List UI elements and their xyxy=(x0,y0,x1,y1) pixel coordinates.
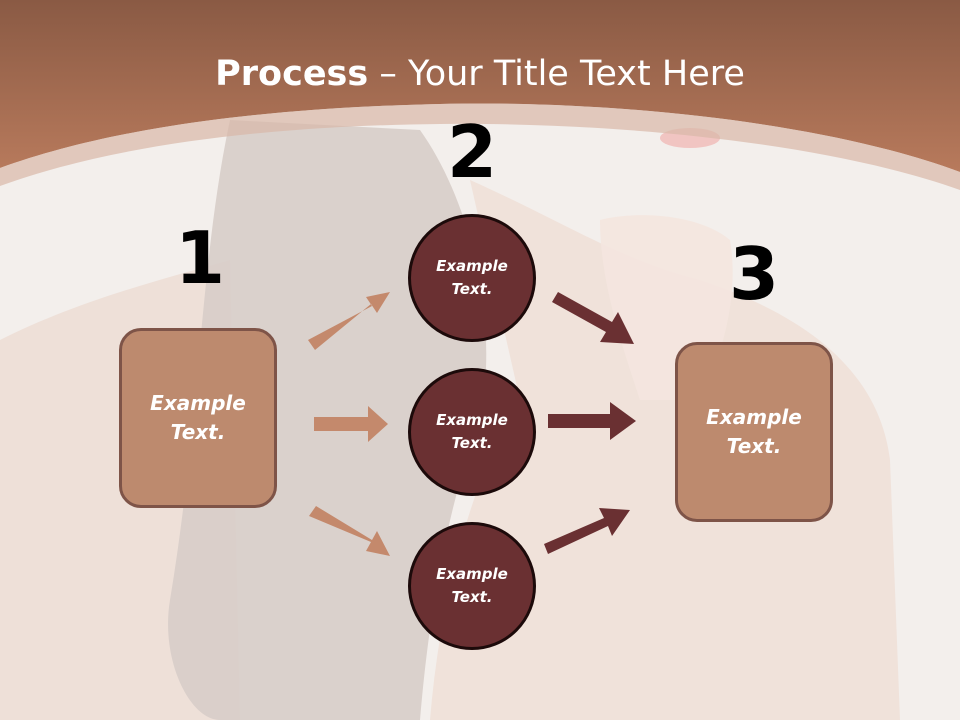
process-circle-middle: Example Text. xyxy=(408,368,536,496)
left-process-box: Example Text. xyxy=(119,328,277,508)
right-process-box: Example Text. xyxy=(675,342,833,522)
arrow-from-top-circle-icon xyxy=(552,292,634,344)
circle-top-line2: Text. xyxy=(451,280,493,298)
arrow-to-bottom-circle-icon xyxy=(309,506,390,556)
arrow-from-middle-circle-icon xyxy=(548,402,636,440)
step-number-3: 3 xyxy=(728,232,780,316)
title-rest: Your Title Text Here xyxy=(407,54,745,94)
arrow-to-middle-circle-icon xyxy=(314,406,388,442)
process-circle-bottom: Example Text. xyxy=(408,522,536,650)
step-number-1: 1 xyxy=(174,216,226,300)
arrow-from-bottom-circle-icon xyxy=(544,508,630,554)
slide-title: Process – Your Title Text Here xyxy=(0,52,960,96)
right-box-text: Example Text. xyxy=(706,403,802,461)
circle-bottom-line2: Text. xyxy=(451,588,493,606)
title-separator: – xyxy=(368,54,408,94)
left-box-line1: Example xyxy=(150,391,246,415)
process-circle-top: Example Text. xyxy=(408,214,536,342)
left-box-text: Example Text. xyxy=(150,389,246,447)
right-box-line1: Example xyxy=(706,405,802,429)
circle-middle-line2: Text. xyxy=(451,434,493,452)
circle-middle-line1: Example xyxy=(436,411,508,429)
right-box-line2: Text. xyxy=(726,434,782,458)
circle-top-line1: Example xyxy=(436,257,508,275)
step-number-2: 2 xyxy=(446,110,498,194)
left-box-line2: Text. xyxy=(170,420,226,444)
circle-bottom-line1: Example xyxy=(436,565,508,583)
arrow-to-top-circle-icon xyxy=(308,292,390,350)
title-bold: Process xyxy=(215,54,369,94)
